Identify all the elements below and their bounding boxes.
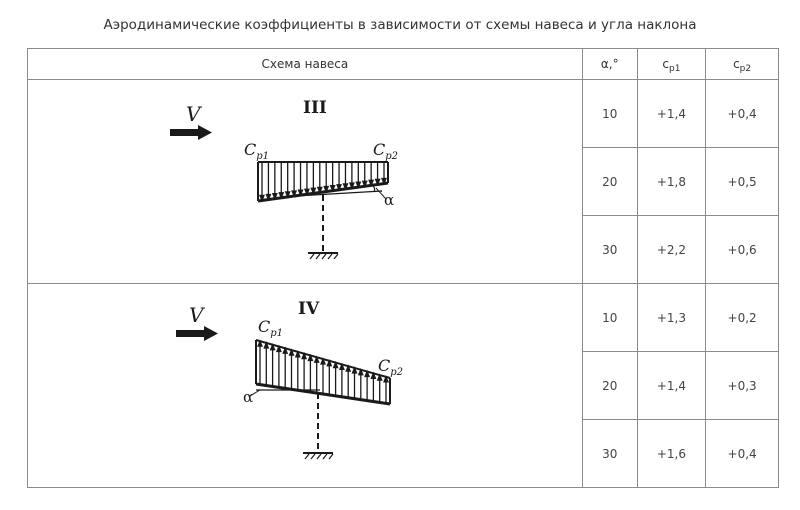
header-cp2-sub: р2 (739, 64, 752, 74)
load-arrow-head (257, 339, 263, 347)
cp1-cell: +1,4 (636, 351, 707, 420)
canopy-scheme-iii: V III Cp1 Cp2 α (170, 98, 398, 260)
load-arrow-head (357, 367, 364, 376)
load-arrow-head (265, 193, 272, 202)
table-title: Аэродинамические коэффициенты в зависимо… (103, 17, 697, 33)
load-arrow-head (351, 366, 358, 374)
wind-arrow-icon (176, 326, 218, 341)
scheme-diagram-iii: V III Cp1 Cp2 α (27, 79, 583, 284)
cp1-cell: +1,8 (636, 147, 707, 216)
load-arrow-head (368, 179, 375, 188)
load-arrow-head (310, 187, 317, 196)
load-arrow-head (345, 364, 352, 372)
load-arrow-head (323, 185, 330, 194)
coefficients-table: Схема навеса α,° cр1 cр2 V III Cp1 Cp2 α (27, 48, 779, 488)
cp2-cell: +0,4 (705, 79, 779, 148)
scheme-label: IV (298, 299, 320, 319)
alpha-cell: 30 (581, 215, 638, 284)
cp2-label: Cp2 (378, 356, 403, 378)
scheme-label: III (303, 98, 327, 118)
load-arrow-head (383, 375, 389, 383)
cp2-cell: +0,3 (705, 351, 779, 420)
load-arrow-head (376, 373, 383, 381)
load-arrow-head (307, 353, 314, 362)
cp1-label: Cp1 (244, 140, 269, 162)
header-scheme: Схема навеса (27, 48, 583, 80)
cp2-cell: +0,6 (705, 215, 779, 284)
table-row: 30 +2,2 +0,6 (28, 215, 779, 284)
cp1-cell: +1,4 (636, 79, 707, 148)
load-arrow-head (338, 362, 345, 371)
load-arrow-head (326, 359, 333, 367)
load-arrow-head (320, 357, 326, 365)
cp2-label: Cp2 (373, 140, 398, 162)
load-arrow-head (275, 344, 282, 353)
load-arrow-head (332, 360, 339, 369)
load-arrow-head (313, 355, 320, 363)
header-cp1-base: c (662, 57, 669, 71)
scheme-diagram-iv: V IV Cp1 Cp2 α (27, 283, 583, 488)
canopy-scheme-iv: V IV Cp1 Cp2 α (176, 299, 403, 460)
angle-label: α (243, 388, 253, 406)
table-row: 20 +1,4 +0,3 (28, 351, 779, 420)
load-arrow-head (291, 190, 298, 198)
pressure-diagram (249, 339, 391, 460)
load-arrow-head (288, 348, 295, 356)
load-arrow-head (381, 177, 387, 186)
load-arrow-head (336, 184, 343, 192)
cp1-cell: +1,3 (636, 283, 707, 352)
load-arrow-head (370, 371, 377, 379)
cp2-cell: +0,2 (705, 283, 779, 352)
cp1-cell: +1,6 (636, 419, 707, 488)
wind-arrow-icon (170, 125, 212, 140)
wind-label: V (186, 102, 203, 126)
load-arrow-head (284, 191, 291, 199)
load-arrow-head (269, 342, 276, 351)
table-row: V IV Cp1 Cp2 α (27, 283, 779, 488)
cp2-cell: +0,5 (705, 147, 779, 216)
table-row: V III Cp1 Cp2 α (27, 79, 779, 284)
alpha-cell: 10 (581, 283, 638, 352)
load-arrow-head (342, 183, 349, 191)
load-arrow-head (355, 181, 362, 189)
header-row: Схема навеса α,° cр1 cр2 (27, 48, 779, 80)
load-arrow-head (364, 369, 371, 378)
cp2-cell: +0,4 (705, 419, 779, 488)
load-arrow-head (263, 341, 270, 349)
cp1-cell: +2,2 (636, 215, 707, 284)
load-arrow-head (259, 194, 265, 203)
table-row: 20 +1,8 +0,5 (28, 147, 779, 216)
load-arrow-head (374, 178, 381, 187)
load-arrow-head (294, 350, 301, 358)
header-cp1-sub: р1 (668, 64, 681, 74)
alpha-cell: 20 (581, 147, 638, 216)
header-cp2: cр2 (705, 48, 779, 80)
alpha-cell: 30 (581, 419, 638, 488)
header-cp2-base: c (733, 57, 740, 71)
alpha-cell: 20 (581, 351, 638, 420)
load-arrow-head (329, 185, 336, 193)
alpha-cell: 10 (581, 79, 638, 148)
load-arrow-head (282, 346, 289, 354)
header-cp1: cр1 (636, 48, 707, 80)
cp1-label: Cp1 (258, 317, 283, 339)
pressure-diagram (257, 161, 389, 260)
load-arrow-head (361, 180, 368, 188)
wind-label: V (189, 303, 206, 327)
angle-label: α (384, 191, 394, 209)
header-alpha: α,° (581, 48, 638, 80)
load-arrow-head (303, 188, 310, 196)
table-row: 30 +1,6 +0,4 (28, 419, 779, 488)
load-arrow-head (297, 189, 304, 197)
load-arrow-head (348, 182, 355, 190)
load-arrow-head (316, 186, 323, 195)
load-arrow-head (301, 351, 308, 360)
load-arrow-head (271, 193, 278, 201)
load-arrow-head (278, 192, 285, 200)
